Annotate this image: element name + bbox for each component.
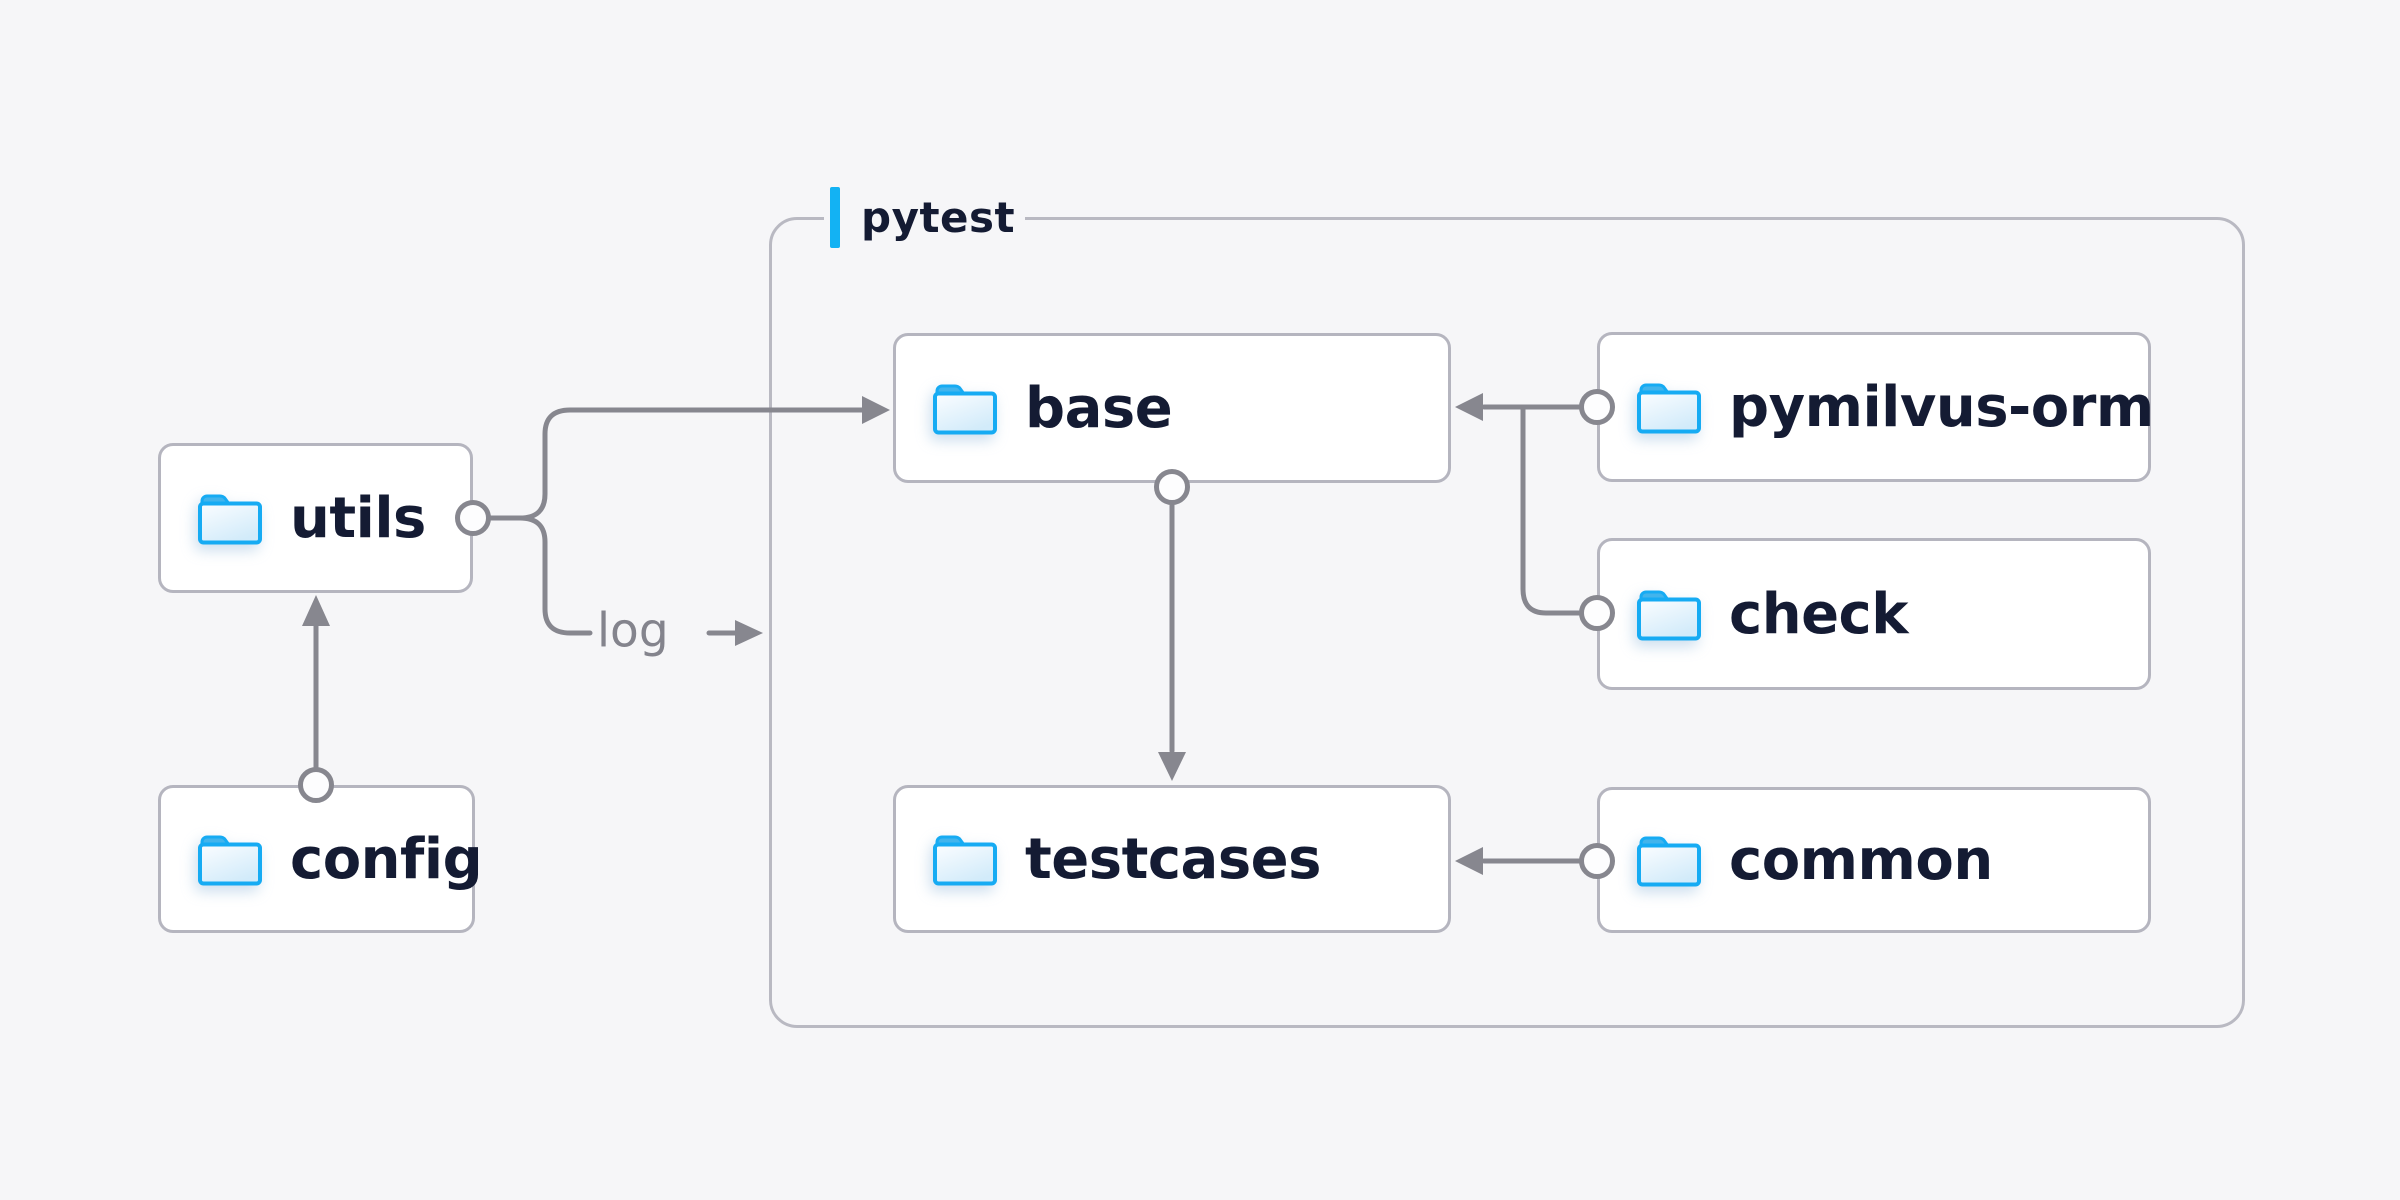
node-common: common: [1597, 787, 2151, 933]
arrowhead-into-utils: [302, 595, 330, 626]
folder-icon: [198, 835, 262, 886]
node-label: common: [1729, 827, 1993, 893]
node-label: config: [290, 826, 483, 892]
node-testcases: testcases: [893, 785, 1451, 933]
node-label: testcases: [1025, 826, 1321, 892]
folder-icon: [933, 835, 997, 886]
node-label: base: [1025, 375, 1173, 441]
edge-label-log: log: [597, 603, 669, 659]
node-config: config: [158, 785, 483, 933]
folder-icon: [1637, 836, 1701, 887]
node-label: pymilvus-orm: [1729, 374, 2154, 440]
node-pymilvus-orm: pymilvus-orm: [1597, 332, 2154, 482]
node-label: utils: [290, 485, 426, 551]
folder-icon: [198, 494, 262, 545]
folder-icon: [1637, 590, 1701, 641]
folder-icon: [933, 384, 997, 435]
group-title: pytest: [861, 193, 1016, 242]
node-base: base: [893, 333, 1451, 483]
pytest-group-container: pytest: [769, 187, 2245, 1028]
node-label: check: [1729, 581, 1908, 647]
pytest-group-label: pytest: [824, 187, 1026, 248]
arrowhead-log: [735, 620, 763, 646]
accent-bar: [830, 187, 840, 248]
folder-icon: [1637, 383, 1701, 434]
node-utils: utils: [158, 443, 473, 593]
edge-utils-to-log: [517, 515, 593, 636]
node-check: check: [1597, 538, 2151, 690]
